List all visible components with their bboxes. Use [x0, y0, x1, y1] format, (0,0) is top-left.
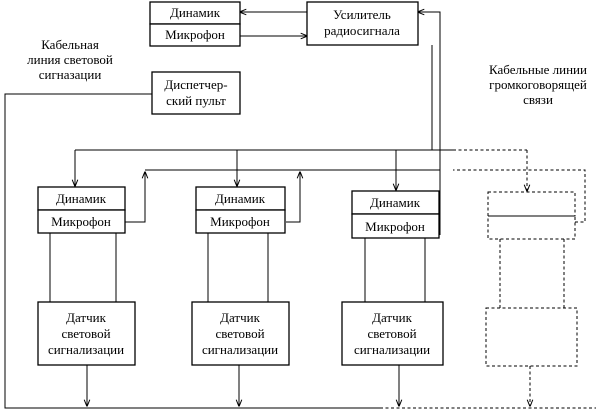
dispatcher-console-box	[151, 71, 241, 115]
station-1-sensor-line-3: сигнализации	[48, 342, 124, 357]
station-2-sensor-box	[191, 301, 290, 366]
top-speaker-label: Динамик	[170, 5, 221, 20]
top-speaker-mic-block: Динамик Микрофон	[149, 1, 241, 47]
station-1-speaker-label: Динамик	[56, 191, 107, 206]
amplifier-block: Усилитель радиосигнала	[306, 1, 419, 46]
station-1: Динамик Микрофон Датчик световой сигнали…	[37, 186, 136, 366]
caption-speaker-lines: Кабельные линии громкоговорящей связи	[489, 62, 587, 107]
caption-speaker-lines-3: связи	[523, 92, 553, 107]
station-2-microphone-box	[195, 209, 286, 234]
station-1-microphone-label: Микрофон	[51, 214, 111, 229]
station-1-microphone-box	[37, 209, 126, 234]
caption-speaker-lines-2: громкоговорящей	[489, 77, 587, 92]
top-microphone-box	[149, 23, 241, 47]
wire-light-line	[4, 93, 380, 409]
reserve-speaker-box	[487, 191, 576, 217]
caption-speaker-lines-1: Кабельные линии	[489, 62, 587, 77]
station-2-sensor-line-1: Датчик	[220, 310, 260, 325]
amplifier-label-line-1: Усилитель	[333, 7, 391, 22]
wire-mic-reserve-return	[453, 169, 586, 223]
reserve-sensor-box	[485, 307, 578, 367]
reserve-station	[485, 191, 578, 367]
station-3-sensor-line-3: сигнализации	[354, 342, 430, 357]
station-3-sensor-line-1: Датчик	[372, 310, 412, 325]
station-2-microphone-label: Микрофон	[210, 214, 270, 229]
wire-mic-2-return	[286, 172, 300, 223]
caption-light-line-3: сигназации	[39, 67, 102, 82]
station-2-sensor-line-3: сигнализации	[202, 342, 278, 357]
station-1-sensor-box	[37, 301, 136, 366]
dispatcher-console-block: Диспетчер- ский пульт	[151, 71, 241, 115]
amplifier-box	[306, 1, 419, 46]
amplifier-label-line-2: радиосигнала	[324, 23, 400, 38]
station-1-sensor-line-2: световой	[61, 326, 110, 341]
station-3-microphone-box	[351, 213, 440, 239]
station-3-microphone-label: Микрофон	[365, 219, 425, 234]
caption-light-line: Кабельная линия световой сигназации	[27, 37, 113, 82]
wires	[4, 12, 596, 409]
wire-mic-1-return	[125, 172, 145, 223]
dispatcher-label-line-1: Диспетчер-	[164, 77, 227, 92]
station-3: Динамик Микрофон Датчик световой сигнали…	[341, 190, 444, 366]
wire-return-to-amp	[418, 12, 441, 235]
station-2-speaker-label: Динамик	[215, 191, 266, 206]
station-3-sensor-line-2: световой	[367, 326, 416, 341]
station-3-sensor-box	[341, 301, 444, 366]
station-2: Динамик Микрофон Датчик световой сигнали…	[191, 186, 290, 366]
station-3-speaker-label: Динамик	[370, 195, 421, 210]
caption-light-line-1: Кабельная	[41, 37, 99, 52]
caption-light-line-2: линия световой	[27, 52, 113, 67]
top-microphone-label: Микрофон	[165, 27, 225, 42]
station-1-sensor-line-1: Датчик	[66, 310, 106, 325]
reserve-microphone-box	[487, 215, 576, 240]
dispatcher-label-line-2: ский пульт	[166, 93, 226, 108]
station-2-sensor-line-2: световой	[215, 326, 264, 341]
